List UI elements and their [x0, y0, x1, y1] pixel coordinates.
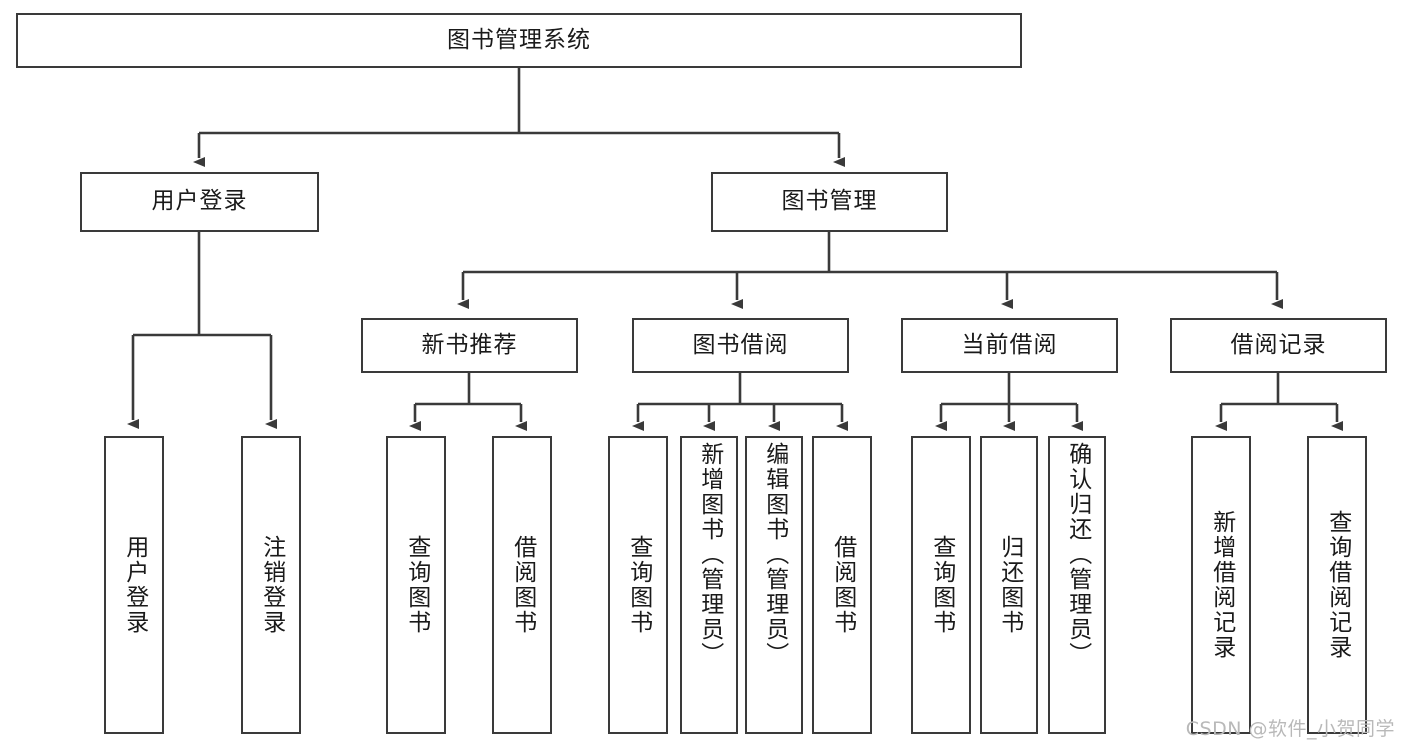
leaf-query-record-label: 查询借阅记录: [1324, 510, 1351, 660]
node-root-label: 图书管理系统: [447, 26, 591, 53]
node-new-book-rec-label: 新书推荐: [421, 331, 518, 358]
node-borrow-record-label: 借阅记录: [1230, 331, 1327, 358]
node-book-borrow[interactable]: 图书借阅: [632, 318, 849, 373]
node-book-manage[interactable]: 图书管理: [711, 172, 948, 232]
leaf-user-login[interactable]: 用户登录: [104, 436, 164, 734]
node-user-login-label: 用户登录: [151, 188, 248, 215]
node-new-book-rec[interactable]: 新书推荐: [361, 318, 578, 373]
leaf-return-book-label: 归还图书: [996, 535, 1023, 635]
leaf-confirm-return-label: 确认归还（管理员）: [1064, 442, 1091, 667]
leaf-return-book[interactable]: 归还图书: [980, 436, 1038, 734]
leaf-borrow-book-1[interactable]: 借阅图书: [492, 436, 552, 734]
leaf-user-logout[interactable]: 注销登录: [241, 436, 301, 734]
leaf-query-book-1[interactable]: 查询图书: [386, 436, 446, 734]
leaf-query-book-1-label: 查询图书: [403, 535, 430, 635]
leaf-query-record[interactable]: 查询借阅记录: [1307, 436, 1367, 734]
leaf-query-book-3-label: 查询图书: [928, 535, 955, 635]
leaf-query-book-2-label: 查询图书: [625, 535, 652, 635]
leaf-add-record[interactable]: 新增借阅记录: [1191, 436, 1251, 734]
leaf-user-logout-label: 注销登录: [258, 535, 285, 635]
node-book-borrow-label: 图书借阅: [692, 331, 789, 358]
leaf-query-book-3[interactable]: 查询图书: [911, 436, 971, 734]
leaf-add-book-label: 新增图书（管理员）: [696, 442, 723, 667]
leaf-edit-book-label: 编辑图书（管理员）: [761, 442, 788, 667]
leaf-borrow-book-1-label: 借阅图书: [509, 535, 536, 635]
leaf-add-book[interactable]: 新增图书（管理员）: [680, 436, 738, 734]
leaf-confirm-return[interactable]: 确认归还（管理员）: [1048, 436, 1106, 734]
leaf-add-record-label: 新增借阅记录: [1208, 510, 1235, 660]
leaf-borrow-book-2[interactable]: 借阅图书: [812, 436, 872, 734]
node-borrow-record[interactable]: 借阅记录: [1170, 318, 1387, 373]
leaf-edit-book[interactable]: 编辑图书（管理员）: [745, 436, 803, 734]
leaf-user-login-label: 用户登录: [121, 535, 148, 635]
node-user-login[interactable]: 用户登录: [80, 172, 319, 232]
node-current-borrow[interactable]: 当前借阅: [901, 318, 1118, 373]
node-current-borrow-label: 当前借阅: [961, 331, 1058, 358]
leaf-borrow-book-2-label: 借阅图书: [829, 535, 856, 635]
leaf-query-book-2[interactable]: 查询图书: [608, 436, 668, 734]
node-root[interactable]: 图书管理系统: [16, 13, 1022, 68]
node-book-manage-label: 图书管理: [781, 188, 878, 215]
